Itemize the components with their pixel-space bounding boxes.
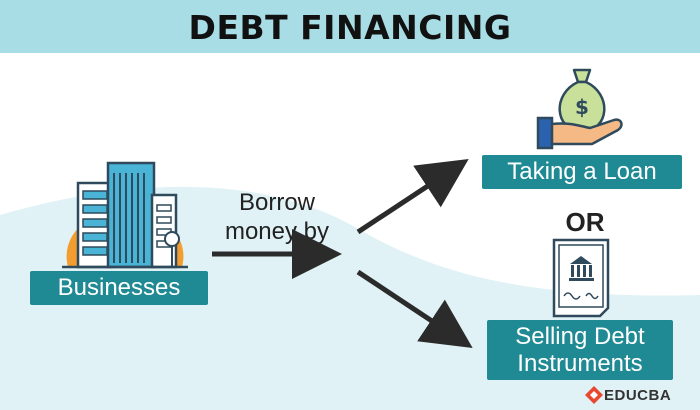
connector-line-1: Borrow	[238, 189, 316, 216]
arrow-to-debt	[356, 269, 473, 349]
dollar-icon: $	[575, 95, 589, 119]
building-icon	[62, 161, 188, 269]
educba-logo-icon	[585, 386, 603, 404]
debt-instruments-label: Selling Debt Instruments	[487, 320, 673, 380]
businesses-label: Businesses	[30, 271, 208, 305]
debt-label-line-2: Instruments	[517, 350, 643, 377]
brand-name: EDUCBA	[604, 387, 672, 404]
or-separator: OR	[565, 207, 605, 237]
header-band	[0, 0, 700, 53]
money-bag-hand-icon: $	[536, 68, 623, 150]
page-title: DEBT FINANCING	[188, 8, 512, 47]
loan-label: Taking a Loan	[482, 155, 682, 189]
arrow-to-loan	[356, 158, 469, 235]
bank-document-icon	[552, 238, 610, 318]
debt-label-line-1: Selling Debt	[515, 323, 645, 350]
